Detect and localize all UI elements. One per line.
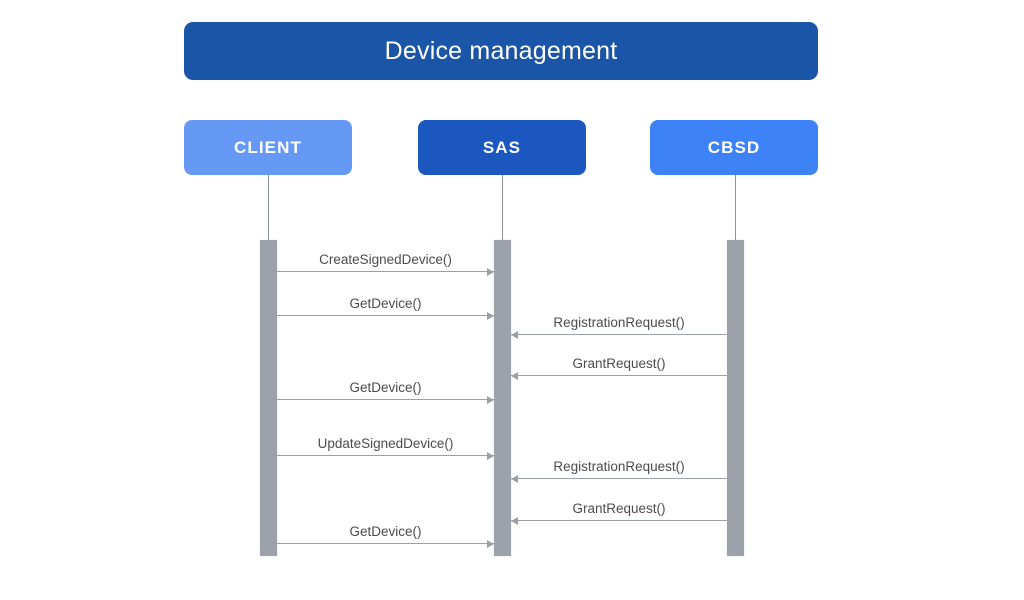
message-line: [277, 315, 494, 316]
participant-box-client[interactable]: CLIENT: [184, 120, 352, 175]
arrow-head-icon: [487, 311, 494, 320]
participant-box-cbsd[interactable]: CBSD: [650, 120, 818, 175]
message-line: [277, 543, 494, 544]
participant-label-sas: SAS: [482, 137, 522, 157]
arrow-head-icon: [487, 395, 494, 404]
message-arrow[interactable]: GrantRequest(): [511, 342, 727, 380]
message-arrow[interactable]: GetDevice(): [277, 510, 494, 548]
message-line: [277, 455, 494, 456]
message-arrow[interactable]: CreateSignedDevice(): [277, 238, 494, 276]
arrow-head-icon: [511, 371, 518, 380]
arrow-head-icon: [511, 474, 518, 483]
message-arrow[interactable]: GetDevice(): [277, 366, 494, 404]
message-arrow[interactable]: RegistrationRequest(): [511, 445, 727, 483]
message-label: GrantRequest(): [572, 501, 666, 516]
message-label: CreateSignedDevice(): [319, 252, 452, 267]
message-label: UpdateSignedDevice(): [317, 436, 454, 451]
activation-bar-client: [260, 240, 277, 556]
message-label: GetDevice(): [349, 296, 422, 311]
message-line: [511, 520, 727, 521]
participant-label-client: CLIENT: [234, 137, 302, 157]
message-line: [277, 271, 494, 272]
arrow-head-icon: [487, 539, 494, 548]
message-line: [511, 478, 727, 479]
activation-bar-sas: [494, 240, 511, 556]
arrow-head-icon: [511, 330, 518, 339]
arrow-head-icon: [487, 451, 494, 460]
participant-box-sas[interactable]: SAS: [418, 120, 586, 175]
arrow-head-icon: [511, 516, 518, 525]
diagram-title-banner: Device management: [184, 22, 818, 80]
message-line: [277, 399, 494, 400]
message-label: RegistrationRequest(): [553, 459, 685, 474]
activation-bar-cbsd: [727, 240, 744, 556]
message-line: [511, 334, 727, 335]
message-line: [511, 375, 727, 376]
participant-label-cbsd: CBSD: [707, 137, 761, 157]
message-arrow[interactable]: UpdateSignedDevice(): [277, 422, 494, 460]
message-arrow[interactable]: GetDevice(): [277, 282, 494, 320]
message-label: GetDevice(): [349, 524, 422, 539]
page-title: Device management: [384, 36, 618, 65]
message-label: RegistrationRequest(): [553, 315, 685, 330]
message-label: GetDevice(): [349, 380, 422, 395]
arrow-head-icon: [487, 267, 494, 276]
message-label: GrantRequest(): [572, 356, 666, 371]
message-arrow[interactable]: RegistrationRequest(): [511, 301, 727, 339]
message-arrow[interactable]: GrantRequest(): [511, 487, 727, 525]
